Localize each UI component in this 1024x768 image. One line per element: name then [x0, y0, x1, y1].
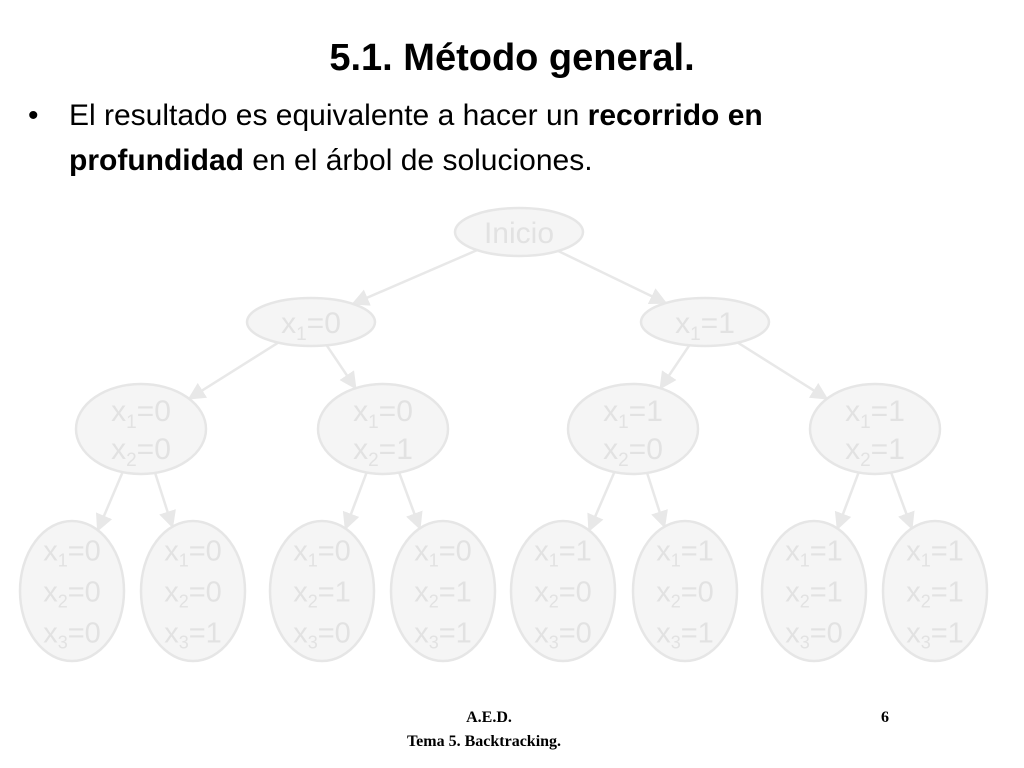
tree-node-l3-8-shape	[881, 519, 989, 663]
edge-root-to-l1-2	[556, 249, 668, 305]
tree-node-l3-1-shape	[18, 519, 126, 663]
tree-node-l3-2-shape	[139, 519, 247, 663]
tree-node-root-shape	[453, 206, 585, 258]
bullet-text-part1: El resultado es equivalente a hacer un	[69, 99, 588, 132]
tree-node-l3-1-line-2: x2=0	[43, 576, 101, 611]
bullet-text-bold1: recorrido en	[587, 99, 763, 132]
tree-node-l3-7-line-2: x2=1	[785, 576, 843, 611]
footer-course: A.E.D.	[466, 709, 512, 726]
edge-l1-to-l2-3	[659, 344, 691, 390]
tree-node-root: Inicio	[453, 206, 585, 258]
tree-node-l3-5: x1=1 x2=0 x3=0	[509, 519, 617, 663]
tree-node-l3-7-line-3: x3=0	[785, 617, 843, 652]
tree-node-l3-7: x1=1 x2=1 x3=0	[760, 519, 868, 663]
tree-node-l3-1: x1=0 x2=0 x3=0	[18, 519, 126, 663]
bullet-text-part2: en el árbol de soluciones.	[243, 144, 593, 177]
tree-node-l3-2-line-1: x1=0	[164, 535, 222, 570]
tree-node-l3-6-line-2: x2=0	[656, 576, 714, 611]
footer-page-number: 6	[881, 709, 889, 726]
bullet-text-bold2: profundidad	[69, 144, 244, 177]
tree-node-l2-4-shape	[808, 382, 942, 476]
edge-l2-to-l3-2	[153, 471, 176, 529]
tree-node-l3-8-line-3: x3=1	[906, 617, 964, 652]
tree-node-l3-3: x1=0 x2=1 x3=0	[268, 519, 376, 663]
tree-node-l1-2: x1=1	[639, 296, 771, 348]
tree-node-l3-2: x1=0 x2=0 x3=1	[139, 519, 247, 663]
tree-node-l2-2-shape	[316, 382, 450, 476]
footer-topic: Tema 5. Backtracking.	[406, 733, 562, 750]
tree-node-l2-3: x1=1x2=0	[566, 382, 700, 476]
tree-node-l2-1-shape	[74, 382, 208, 476]
tree-node-l2-4-line-1: x1=1	[845, 395, 905, 433]
edge-l1-to-l2-4	[736, 341, 829, 400]
tree-node-l3-6-line-3: x3=1	[656, 617, 714, 652]
tree-node-l3-4: x1=0 x2=1 x3=1	[389, 519, 497, 663]
tree-node-l3-6: x1=1 x2=0 x3=1	[631, 519, 739, 663]
tree-node-l2-2-line-1: x1=0	[353, 395, 413, 433]
tree-node-root-line-1: Inicio	[484, 217, 554, 250]
tree-node-l3-3-line-3: x3=0	[293, 617, 351, 652]
tree-node-l3-4-line-3: x3=1	[414, 617, 472, 652]
tree-node-l3-3-shape	[268, 519, 376, 663]
tree-node-l3-5-shape	[509, 519, 617, 663]
tree-node-l3-2-line-2: x2=0	[164, 576, 222, 611]
tree-node-l1-2-line-1: x1=1	[675, 307, 735, 345]
slide-title: 5.1. Método general.	[329, 37, 695, 79]
edge-l2-to-l3-4	[397, 471, 423, 530]
edge-l1-to-l2-1	[187, 341, 280, 400]
tree-node-l3-6-shape	[631, 519, 739, 663]
tree-node-l3-8-line-1: x1=1	[906, 535, 964, 570]
edge-l2-to-l3-1	[95, 470, 125, 532]
tree-node-l3-3-line-1: x1=0	[293, 535, 351, 570]
tree-node-l3-7-shape	[760, 519, 868, 663]
edge-l2-to-l3-8	[889, 471, 915, 530]
tree-node-l2-2-line-2: x2=1	[353, 433, 413, 471]
tree-node-l1-1: x1=0	[245, 296, 377, 348]
tree-node-l3-5-line-1: x1=1	[534, 535, 592, 570]
edge-root-to-l1-1	[351, 248, 479, 306]
tree-node-l3-4-line-2: x2=1	[414, 576, 472, 611]
tree-node-l1-1-line-1: x1=0	[281, 307, 341, 345]
tree-node-l2-2: x1=0x2=1	[316, 382, 450, 476]
tree-node-l3-3-line-2: x2=1	[293, 576, 351, 611]
tree-node-l2-3-shape	[566, 382, 700, 476]
tree-node-l1-2-shape	[639, 296, 771, 348]
tree-node-l2-1-line-2: x2=0	[111, 433, 171, 471]
tree-node-l3-1-line-1: x1=0	[43, 535, 101, 570]
edge-l2-to-l3-7	[834, 471, 861, 531]
tree-node-l3-7-line-1: x1=1	[785, 535, 843, 570]
bullet-item: • El resultado es equivalente a hacer un…	[28, 93, 988, 183]
tree-node-l3-4-shape	[389, 519, 497, 663]
tree-node-l2-1: x1=0x2=0	[74, 382, 208, 476]
edge-l2-to-l3-6	[645, 471, 668, 529]
tree-node-l1-1-shape	[245, 296, 377, 348]
tree-node-l3-6-line-1: x1=1	[656, 535, 714, 570]
tree-node-l2-4-line-2: x2=1	[845, 433, 905, 471]
tree-node-l3-8-line-2: x2=1	[906, 576, 964, 611]
tree-node-l2-1-line-1: x1=0	[111, 395, 171, 433]
edge-l1-to-l2-2	[325, 344, 357, 390]
bullet-icon: •	[28, 99, 39, 132]
tree-node-l3-2-line-3: x3=1	[164, 617, 222, 652]
bullet-text: El resultado es equivalente a hacer un r…	[69, 93, 988, 183]
tree-node-l3-4-line-1: x1=0	[414, 535, 472, 570]
edge-l2-to-l3-5	[587, 470, 616, 533]
tree-node-l3-8: x1=1 x2=1 x3=1	[881, 519, 989, 663]
edge-l2-to-l3-3	[342, 471, 369, 531]
tree-node-l3-5-line-3: x3=0	[534, 617, 592, 652]
tree-node-l3-1-line-3: x3=0	[43, 617, 101, 652]
tree-node-l3-5-line-2: x2=0	[534, 576, 592, 611]
tree-node-l2-3-line-2: x2=0	[603, 433, 663, 471]
tree-node-l2-3-line-1: x1=1	[603, 395, 663, 433]
tree-node-l2-4: x1=1x2=1	[808, 382, 942, 476]
tree-edges	[95, 248, 915, 533]
